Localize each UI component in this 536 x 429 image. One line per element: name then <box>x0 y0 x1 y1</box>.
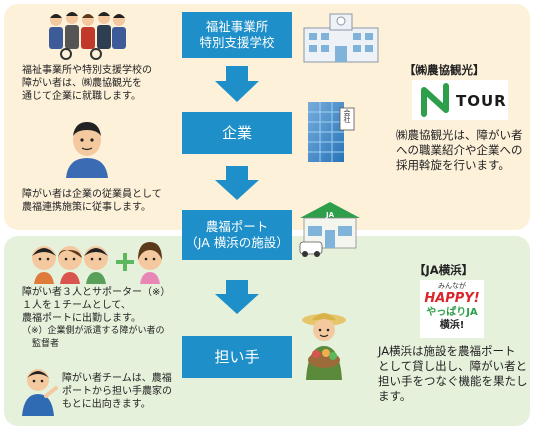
employee-description: 障がい者は企業の従業員として 農福連携施策に従事します。 <box>22 188 162 214</box>
disabled-people-group-icon <box>49 12 126 60</box>
nokyo-kanko-label: 【㈱農協観光】 <box>404 63 485 77</box>
text1-line1: 福祉事業所や特別支援学校の <box>22 65 152 76</box>
r-text2-line1: JA横浜は施設を農福ポート <box>378 344 516 358</box>
text2-line1: 障がい者は企業の従業員として <box>22 189 162 200</box>
ja-yokohama-logo: みんなが HAPPY! やっぱりJA 横浜! <box>420 280 484 338</box>
ntour-text: TOUR <box>456 92 507 110</box>
text3-note2: 監督者 <box>32 339 60 349</box>
ja-facility-icon: JA <box>298 196 362 258</box>
down-arrow-icon <box>215 280 259 314</box>
school-building-icon <box>303 13 379 63</box>
box3-line1: 農福ポート <box>205 219 269 235</box>
r-text2-line4: ます。 <box>378 389 412 403</box>
text3-line1: 障がい者３人とサポーター（※） <box>22 287 171 298</box>
company-box: 企業 <box>182 112 292 154</box>
employee-man-icon <box>66 122 108 178</box>
box3-line2: （JA 横浜の施設） <box>185 235 289 250</box>
team-dispatch-description: 障がい者チームは、農福 ポートから担い手農家の もとに出向きます。 <box>62 372 172 411</box>
logo2-line2: HAPPY! <box>424 291 480 306</box>
text4-line2: ポートから担い手農家の <box>62 386 172 397</box>
team-people-icon <box>32 242 162 284</box>
down-arrow-icon <box>215 66 259 102</box>
ntour-logo: TOUR <box>412 80 508 120</box>
box2-label: 企業 <box>221 123 252 142</box>
r-text1-line2: への職業紹介や企業への <box>396 143 523 157</box>
ntour-mark-icon <box>421 83 449 117</box>
box4-label: 担い手 <box>214 347 260 366</box>
r-text2-line3: 担い手をつなぐ機能を果たし <box>378 374 528 388</box>
logo2-line1: みんなが <box>438 282 466 290</box>
r-text1-line1: ㈱農協観光は、障がい者 <box>396 128 523 142</box>
successor-farmer-box: 担い手 <box>182 336 292 378</box>
text1-line3: 通じて企業に就職します。 <box>22 91 141 102</box>
ja-yokohama-label: 【JA横浜】 <box>414 263 474 277</box>
text1-line2: 障がい者は、㈱農協観光を <box>22 78 142 89</box>
logo2-line4: 横浜! <box>439 320 465 331</box>
down-arrow-icon <box>215 166 259 200</box>
welfare-school-box: 福祉事業所 特別支援学校 <box>182 12 292 58</box>
team-description: 障がい者３人とサポーター（※） １人を１チームとして、 農福ポートに出勤します。… <box>22 286 170 351</box>
text4-line3: もとに出向きます。 <box>62 399 151 410</box>
ja-sign: JA <box>326 211 335 219</box>
text3-line3: 農福ポートに出勤します。 <box>22 313 141 324</box>
nokyo-kanko-description: ㈱農協観光は、障がい者 への職業紹介や企業への 採用斡旋を行います。 <box>396 128 523 173</box>
welfare-description: 福祉事業所や特別支援学校の 障がい者は、㈱農協観光を 通じて企業に就職します。 <box>22 64 152 103</box>
nofuku-port-box: 農福ポート （JA 横浜の施設） <box>182 210 292 260</box>
company-building-icon: 会社 <box>302 96 356 162</box>
logo2-line3: やっぱりJA <box>426 307 478 318</box>
r-text1-line3: 採用斡旋を行います。 <box>396 158 510 172</box>
r-text2-line2: として貸し出し、障がい者と <box>378 359 528 373</box>
building-sign: 会社 <box>343 109 351 123</box>
box1-line2: 特別支援学校 <box>199 35 275 50</box>
pointing-man-icon <box>22 369 58 416</box>
text4-line1: 障がい者チームは、農福 <box>62 373 172 384</box>
text3-note1: （※）企業側が派遣する障がい者の <box>22 326 165 336</box>
text2-line2: 農福連携施策に従事します。 <box>22 202 151 213</box>
ja-yokohama-description: JA横浜は施設を農福ポート として貸し出し、障がい者と 担い手をつなぐ機能を果た… <box>378 344 528 404</box>
box1-line1: 福祉事業所 <box>205 19 269 35</box>
farmer-icon <box>302 313 346 380</box>
text3-line2: １人を１チームとして、 <box>22 300 131 311</box>
